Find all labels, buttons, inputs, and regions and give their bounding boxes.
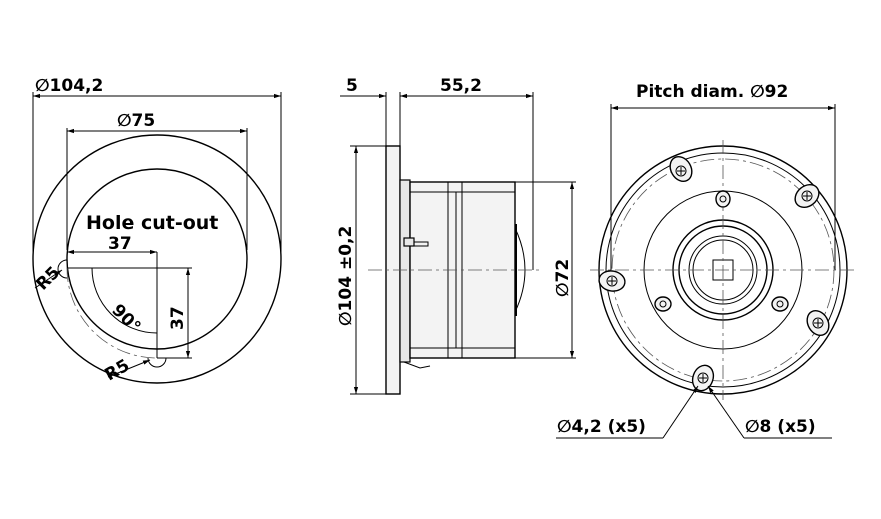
cutout-width-label: 37 [108,234,132,254]
back-view: Pitch diam. ∅92 ∅4,2 (x5) ∅8 (x5) [556,82,856,439]
small-hole-upper-left [654,296,672,312]
radius-arc-lower [147,357,167,368]
pitch-diameter-label: Pitch diam. ∅92 [636,82,788,102]
body-diameter-label: ∅72 [553,259,573,297]
outer-diameter-label: ∅104,2 [35,76,103,96]
radius-arc-upper [57,259,68,279]
small-hole-upper-right [771,296,789,312]
hole-diameter-label: ∅4,2 (x5) [557,417,646,437]
mounting-boss-bottom [691,364,715,392]
flange-thickness-label: 5 [346,76,358,96]
inner-diameter-label: ∅75 [117,111,155,131]
flange-height-label: ∅104 ±0,2 [336,226,356,326]
hole-cutout-label: Hole cut-out [86,212,218,234]
small-hole-top [715,190,731,208]
mounting-boss-left [598,270,626,292]
side-view: 5 55,2 ∅104 ±0,2 ∅72 [336,76,576,395]
mounting-boss-top-left [669,155,693,183]
body-depth-label: 55,2 [440,76,482,96]
boss-diameter-label: ∅8 (x5) [745,417,816,437]
radius-label-lower: R5 [102,356,134,386]
mounting-boss-top-right [794,183,820,209]
mounting-boss-right [806,309,830,337]
angle-label: 90° [107,300,144,337]
front-view: ∅104,2 ∅75 Hole cut-out 37 37 90° R5 R5 [32,76,282,386]
cutout-height-label: 37 [168,306,188,330]
